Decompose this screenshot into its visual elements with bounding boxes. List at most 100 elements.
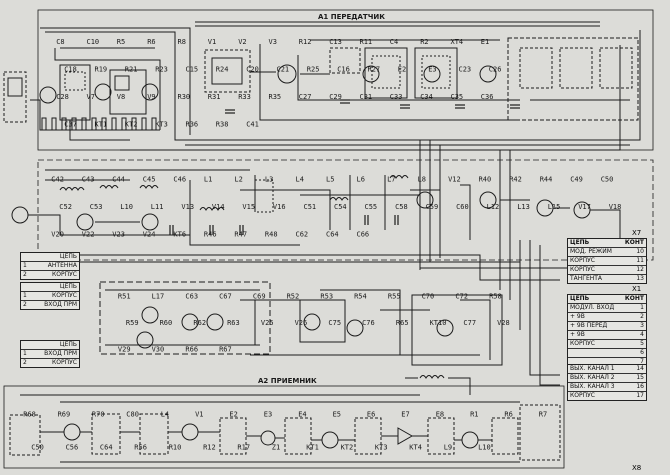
component-label: C27 [299,93,312,101]
component-label: C76 [362,319,375,327]
component-label: V16 [273,203,286,211]
component-label: R66 [185,346,198,354]
component-label: V22 [82,230,95,238]
component-label: KT3 [375,444,388,452]
component-label: R48 [265,230,278,238]
component-label: L4 [161,411,169,419]
component-label: V2 [238,38,246,46]
component-label: C49 [570,176,583,184]
component-label: C20 [246,65,259,73]
transmitter-section-label: A1 ПЕРЕДАТЧИК [318,13,385,21]
component-label: V18 [609,203,622,211]
component-label: KT2 [341,444,354,452]
component-label: V12 [448,176,461,184]
component-label: L9 [444,444,452,452]
component-label: V3 [269,38,277,46]
component-label: L3 [265,176,273,184]
component-label: R51 [118,292,131,300]
component-label: R6 [504,411,512,419]
component-label: R42 [509,176,522,184]
component-label: R65 [396,319,409,327]
component-label: C55 [365,203,378,211]
component-label: E5 [333,411,341,419]
component-label: L11 [151,203,164,211]
component-label: C16 [337,65,350,73]
component-label: R53 [320,292,333,300]
component-label: R10 [169,444,182,452]
component-label: E3 [428,65,436,73]
component-label: R17 [237,444,250,452]
component-label: KT10 [430,319,447,327]
component-label: R11 [360,38,373,46]
component-label: R19 [95,65,108,73]
component-label: C66 [357,230,370,238]
component-label: V7 [87,93,95,101]
component-label: V14 [212,203,225,211]
component-label: C34 [420,93,433,101]
component-label: V15 [242,203,255,211]
component-label: XT4 [451,38,464,46]
component-label: R46 [204,230,217,238]
connector-x1-title: X1 [632,285,642,293]
component-label: C56 [66,444,79,452]
component-label: C26 [489,65,502,73]
component-label: R33 [238,93,251,101]
component-label: C69 [253,292,266,300]
component-label: E2 [229,411,237,419]
component-label: R62 [193,319,206,327]
component-label: KT6 [173,230,186,238]
component-label: V8 [117,93,125,101]
component-label: R6 [147,38,155,46]
component-label: R59 [126,319,139,327]
component-label: L2 [234,176,242,184]
component-label: C4 [390,38,398,46]
component-label: L7 [387,176,395,184]
component-label: R58 [489,292,502,300]
component-label: R12 [299,38,312,46]
component-label: V30 [152,346,165,354]
component-label: KT3 [155,120,168,128]
component-label: R25 [307,65,320,73]
component-label: L12 [487,203,500,211]
component-label: R55 [388,292,401,300]
component-label: V1 [195,411,203,419]
component-label: E1 [481,38,489,46]
component-label: C28 [56,93,69,101]
component-label: R2 [420,38,428,46]
transmitter-block [3,9,654,151]
component-label: V20 [51,230,64,238]
component-label: C8 [56,38,64,46]
component-label: R1 [470,411,478,419]
component-label: KT2 [125,120,138,128]
component-label: C52 [59,203,72,211]
component-label: C46 [173,176,186,184]
component-label: C62 [296,230,309,238]
component-label: C33 [390,93,403,101]
component-label: R21 [125,65,138,73]
component-label: R56 [134,444,147,452]
component-label: C60 [456,203,469,211]
component-label: V1 [208,38,216,46]
connector-x8-title: X8 [632,464,642,472]
component-label: C59 [426,203,439,211]
component-label: L15 [548,203,561,211]
component-label: C36 [481,93,494,101]
component-label: E2 [398,65,406,73]
component-label: V17 [578,203,591,211]
component-label: R24 [216,65,229,73]
component-label: C43 [82,176,95,184]
component-label: R54 [354,292,367,300]
component-label: C10 [87,38,100,46]
component-label: C13 [329,38,342,46]
component-label: C37 [64,120,77,128]
bus-lines [30,140,560,386]
component-label: KT1 [306,444,319,452]
component-label: KT4 [409,444,422,452]
component-label: R52 [287,292,300,300]
